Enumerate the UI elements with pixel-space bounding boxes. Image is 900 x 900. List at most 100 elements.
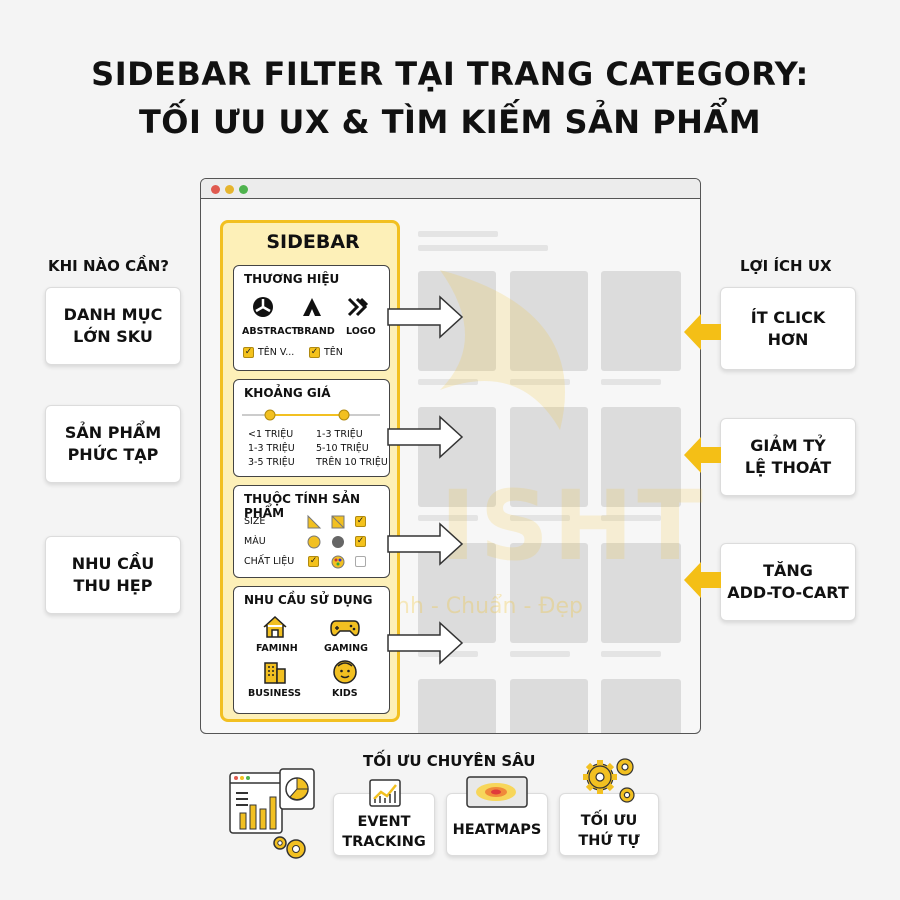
- gamepad-icon[interactable]: [330, 617, 360, 639]
- page-title-line-2: TỐI ƯU UX & TÌM KIẾM SẢN PHẨM: [138, 103, 762, 141]
- card-narrow-needs: NHU CẦU THU HẸP: [45, 536, 181, 614]
- placeholder-line: [418, 231, 498, 237]
- slider-handle-min[interactable]: [264, 409, 276, 421]
- watermark-slogan: nh - Chuẩn - Đẹp: [396, 594, 583, 619]
- product-placeholder: [510, 271, 588, 371]
- card-large-sku: DANH MỤC LỚN SKU: [45, 287, 181, 365]
- sidebar-filter: SIDEBAR THƯƠNG HIỆU ABSTRACT BRAND LOGO …: [220, 220, 400, 722]
- placeholder-line: [601, 379, 661, 385]
- arrow-right-outline-icon: [387, 415, 464, 459]
- logo-label-abstract: ABSTRACT: [242, 326, 299, 337]
- optimize-order-label: TỐI ƯU THỨ TỰ: [578, 812, 640, 849]
- size-medium-icon[interactable]: [331, 515, 345, 529]
- placeholder-line: [418, 379, 478, 385]
- logo-label-logo: LOGO: [346, 326, 376, 337]
- brand-checkbox-label-2: TÊN: [324, 347, 343, 358]
- price-option[interactable]: 3-5 TRIỆU: [248, 457, 295, 468]
- price-filter-title: KHOẢNG GIÁ: [244, 386, 331, 400]
- palette-icon[interactable]: [331, 555, 345, 569]
- material-checkbox-empty[interactable]: [355, 556, 366, 567]
- product-placeholder: [601, 543, 681, 643]
- brand-logo-icon[interactable]: [301, 296, 323, 318]
- placeholder-line: [510, 515, 570, 521]
- placeholder-line: [418, 515, 478, 521]
- attributes-filter-title: THUỘC TÍNH SẢN PHẨM: [244, 492, 361, 520]
- brand-checkbox-2[interactable]: ✓: [309, 347, 320, 358]
- card-add-to-cart: TĂNG ADD-TO-CART: [720, 543, 856, 621]
- product-placeholder: [418, 407, 496, 507]
- heatmap-monitor-icon: [466, 776, 528, 808]
- arrow-right-outline-icon: [387, 522, 464, 566]
- material-checkbox[interactable]: ✓: [308, 556, 319, 567]
- sidebar-title: SIDEBAR: [266, 231, 360, 253]
- product-placeholder: [601, 407, 681, 507]
- usage-label-business: BUSINESS: [248, 688, 302, 699]
- brand-filter-panel: THƯƠNG HIỆU ABSTRACT BRAND LOGO ✓ TÊN V.…: [233, 265, 390, 371]
- product-placeholder: [601, 679, 681, 733]
- usage-label-kids: KIDS: [332, 688, 358, 699]
- logo-label-brand: BRAND: [297, 326, 335, 337]
- color-gray-swatch[interactable]: [331, 535, 345, 549]
- card-complex-product: SẢN PHẨM PHỨC TẠP: [45, 405, 181, 483]
- product-placeholder: [510, 543, 588, 643]
- arrow-right-outline-icon: [387, 621, 464, 665]
- page-title-line-1: SIDEBAR FILTER TẠI TRANG CATEGORY:: [91, 55, 809, 93]
- usage-filter-title: NHU CẦU SỬ DỤNG: [244, 593, 373, 607]
- arrow-left-icon: [684, 437, 721, 473]
- price-option[interactable]: <1 TRIỆU: [248, 429, 294, 440]
- maximize-dot-icon: [239, 185, 248, 194]
- placeholder-line: [418, 245, 548, 251]
- logo-mark-icon[interactable]: [347, 297, 369, 317]
- product-placeholder: [510, 407, 588, 507]
- size-small-icon[interactable]: [307, 514, 322, 529]
- product-placeholder: [418, 679, 496, 733]
- line-chart-icon: [369, 779, 401, 807]
- price-filter-panel: KHOẢNG GIÁ <1 TRIỆU 1-3 TRIỆU 3-5 TRIỆU …: [233, 379, 390, 477]
- browser-title-bar: [201, 179, 700, 199]
- event-tracking-label: EVENT TRACKING: [342, 813, 426, 850]
- watermark-logo-icon: [440, 270, 565, 430]
- gears-icon: [583, 758, 635, 803]
- price-option[interactable]: 1-3 TRIỆU: [248, 443, 295, 454]
- when-needed-heading: KHI NÀO CẦN?: [48, 257, 169, 275]
- placeholder-line: [510, 651, 570, 657]
- brand-filter-title: THƯƠNG HIỆU: [244, 272, 340, 286]
- analytics-dashboard-icon: [229, 768, 315, 859]
- kid-face-icon[interactable]: [332, 659, 358, 685]
- attribute-label-color: MÀU: [244, 536, 266, 547]
- product-placeholder: [601, 271, 681, 371]
- product-placeholder: [418, 543, 496, 643]
- attribute-label-material: CHẤT LIỆU: [244, 556, 295, 567]
- brand-checkbox-1[interactable]: ✓: [243, 347, 254, 358]
- price-range-slider[interactable]: [242, 408, 382, 422]
- abstract-logo-icon[interactable]: [252, 296, 274, 318]
- usage-label-gaming: GAMING: [324, 643, 368, 654]
- brand-checkbox-label-1: TÊN V...: [258, 347, 295, 358]
- usage-filter-panel: NHU CẦU SỬ DỤNG FAMINH GAMING BUSINESS K…: [233, 586, 390, 714]
- product-placeholder: [510, 679, 588, 733]
- minimize-dot-icon: [225, 185, 234, 194]
- arrow-right-outline-icon: [387, 295, 464, 339]
- heatmaps-label: HEATMAPS: [452, 821, 542, 838]
- card-reduce-bounce: GIẢM TỶ LỆ THOÁT: [720, 418, 856, 496]
- watermark-text: ISHT: [440, 470, 707, 582]
- placeholder-line: [510, 379, 570, 385]
- color-yellow-swatch[interactable]: [307, 535, 321, 549]
- slider-handle-max[interactable]: [338, 409, 350, 421]
- price-option[interactable]: 5-10 TRIỆU: [316, 443, 369, 454]
- placeholder-line: [601, 651, 661, 657]
- deep-optimization-heading: TỐI ƯU CHUYÊN SÂU: [363, 752, 536, 770]
- price-option[interactable]: TRÊN 10 TRIỆU: [316, 457, 388, 468]
- ux-benefits-heading: LỢI ÍCH UX: [740, 257, 832, 275]
- home-icon[interactable]: [262, 615, 288, 639]
- attribute-label-size: SIZE: [244, 516, 266, 527]
- building-icon[interactable]: [262, 659, 288, 685]
- attributes-filter-panel: THUỘC TÍNH SẢN PHẨM SIZE MÀU CHẤT LIỆU ✓…: [233, 485, 390, 578]
- color-checkbox[interactable]: ✓: [355, 536, 366, 547]
- placeholder-line: [601, 515, 661, 521]
- size-checkbox[interactable]: ✓: [355, 516, 366, 527]
- close-dot-icon: [211, 185, 220, 194]
- price-option[interactable]: 1-3 TRIỆU: [316, 429, 363, 440]
- arrow-left-icon: [684, 562, 721, 598]
- card-fewer-clicks: ÍT CLICK HƠN: [720, 287, 856, 370]
